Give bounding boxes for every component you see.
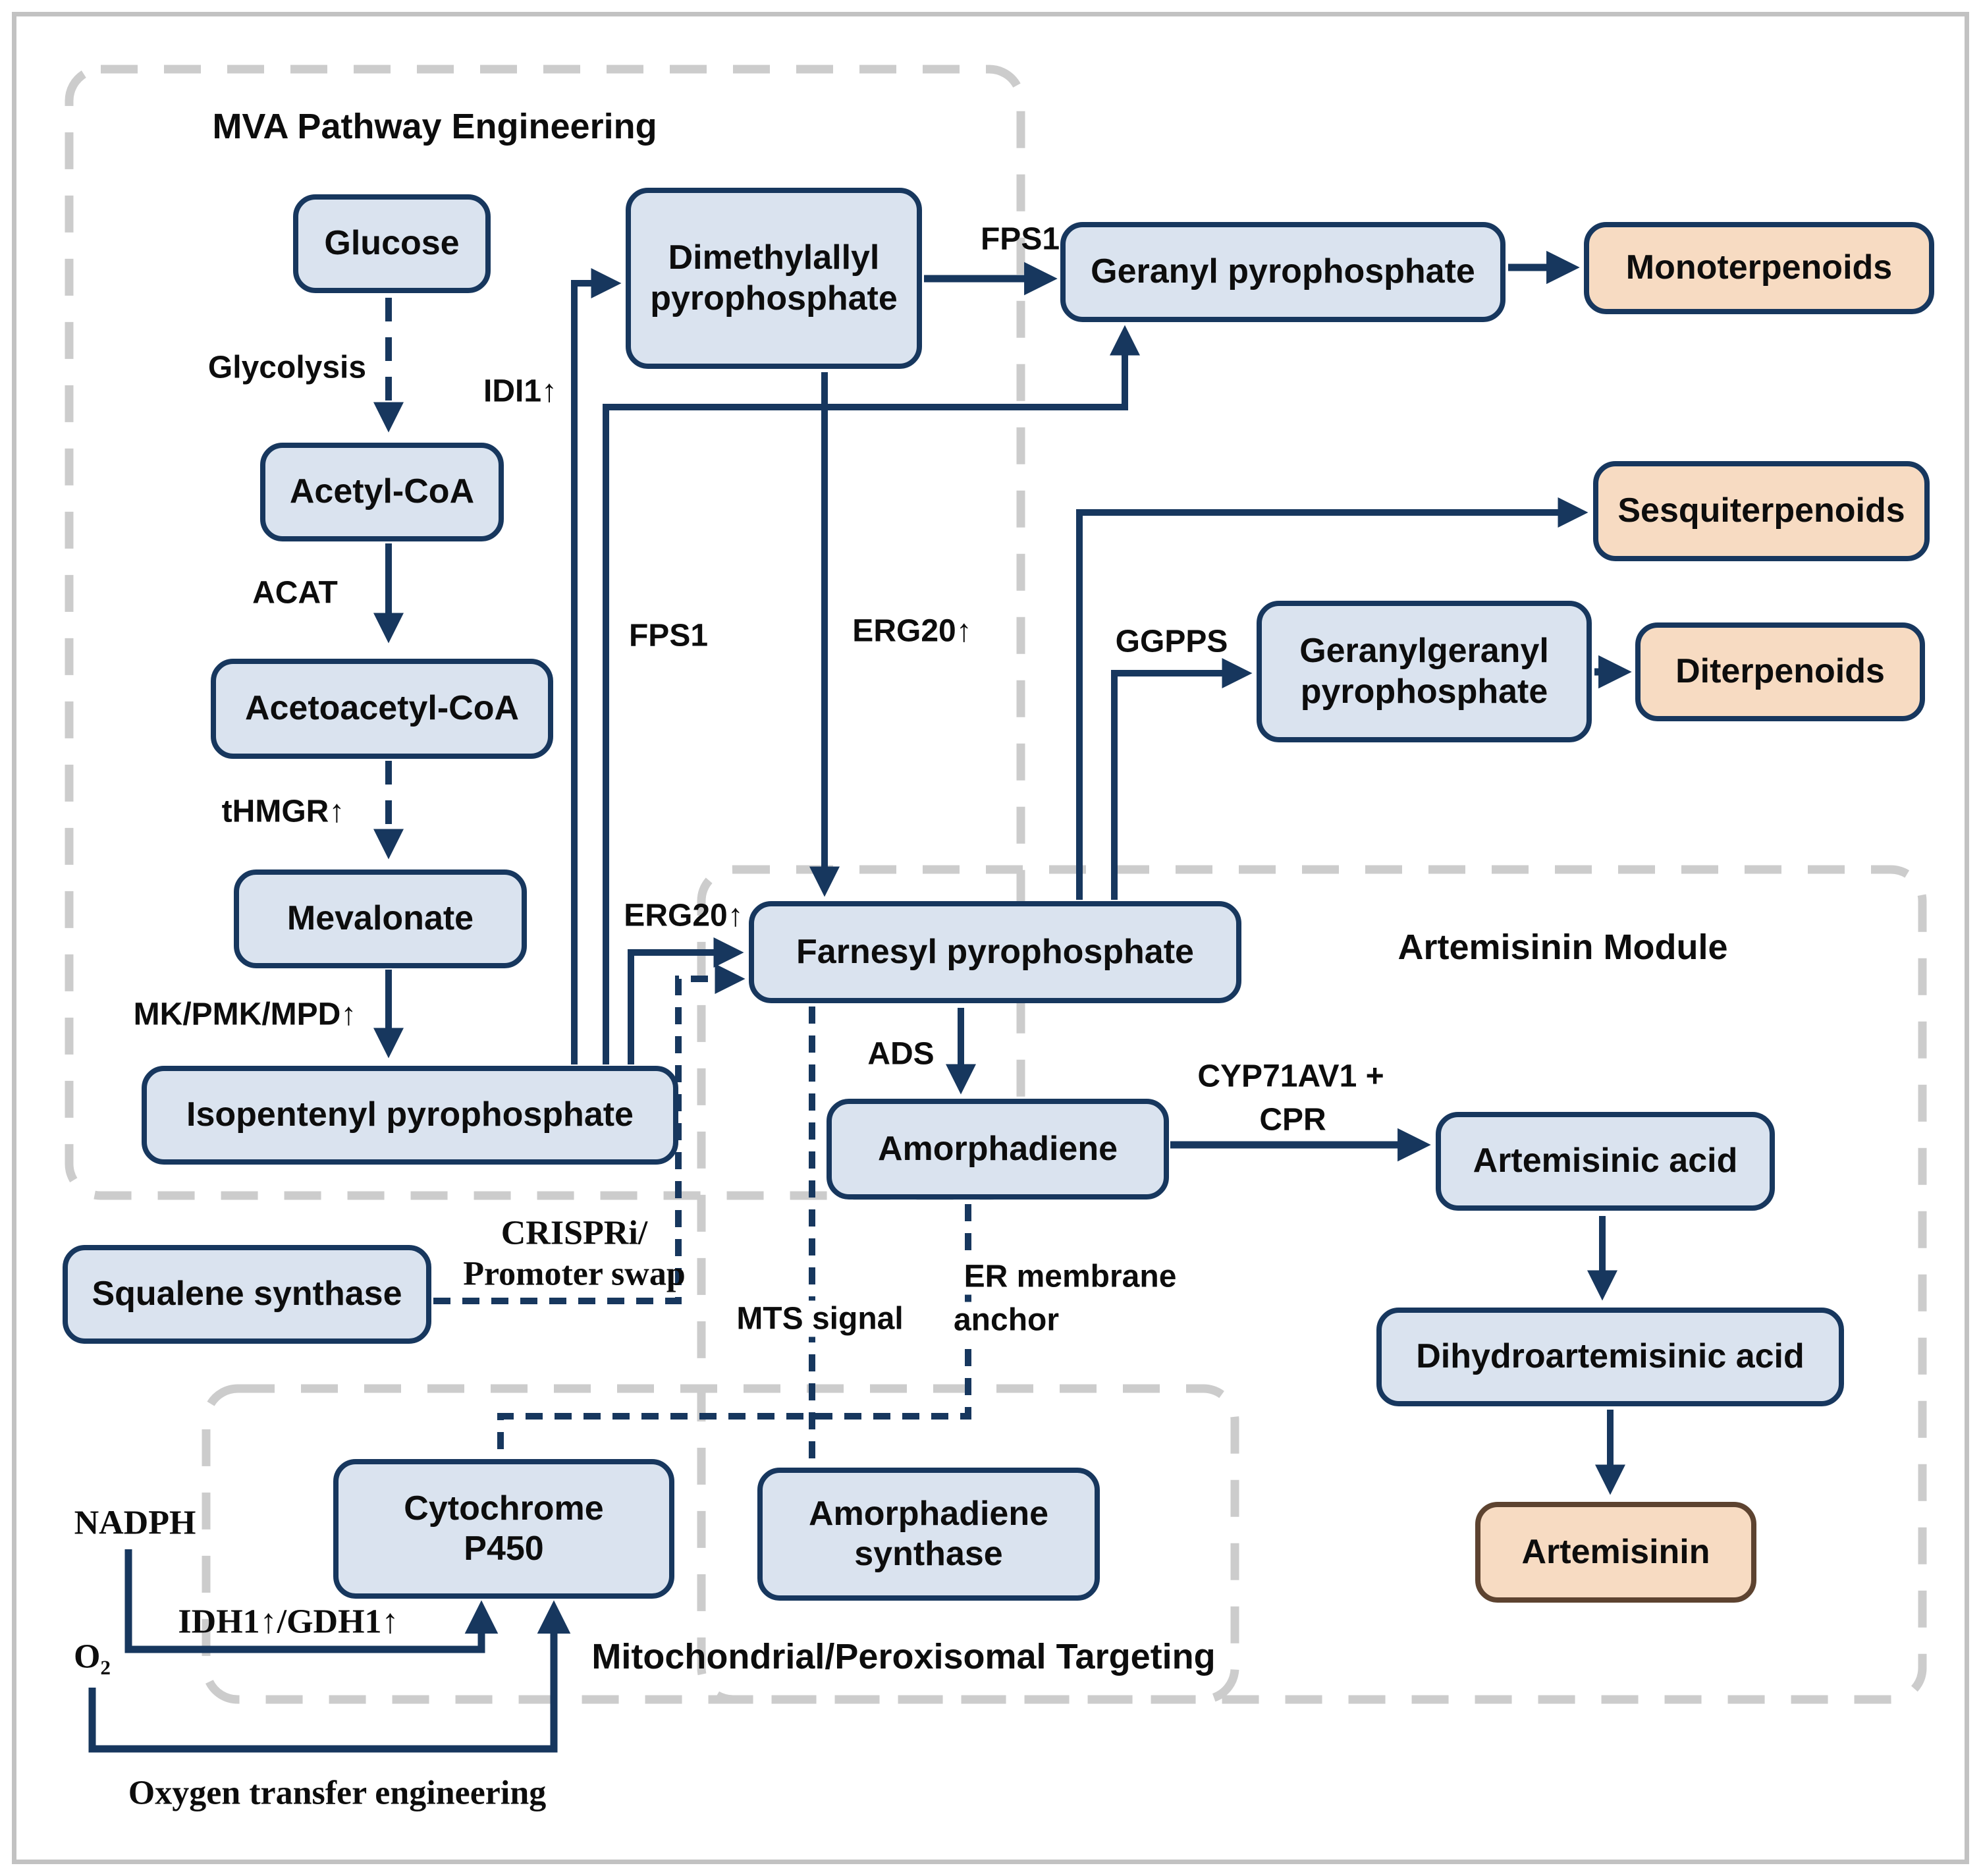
- mito-group-outline: [202, 1384, 1239, 1704]
- mito-group-title: Mitochondrial/Peroxisomal Targeting: [591, 1637, 1216, 1676]
- mva-group-outline: [65, 65, 1025, 1200]
- label-promoter-swap: Promoter swap: [463, 1255, 686, 1293]
- label-er-membrane: ER membrane: [957, 1258, 1183, 1295]
- label-glycolysis: Glycolysis: [207, 350, 367, 385]
- node-dihydroartemisinic-acid: Dihydroartemisinic acid: [1376, 1308, 1844, 1406]
- node-monoterpenoids: Monoterpenoids: [1584, 222, 1934, 314]
- label-ads: ADS: [867, 1036, 935, 1072]
- line-er-membrane-anchor: [497, 1204, 971, 1456]
- artemisinin-group-outline: [697, 865, 1927, 1704]
- node-amorphadiene: Amorphadiene: [827, 1099, 1169, 1200]
- node-fpp: Farnesyl pyrophosphate: [749, 901, 1241, 1003]
- node-artemisinic-acid: Artemisinic acid: [1436, 1112, 1775, 1211]
- node-diterpenoids: Diterpenoids: [1635, 622, 1925, 721]
- node-ggpp: Geranylgeranyl pyrophosphate: [1257, 601, 1592, 742]
- node-artemisinin: Artemisinin: [1475, 1502, 1756, 1603]
- label-mts-signal: MTS signal: [730, 1300, 910, 1337]
- arrow-ipp-to-dmapp: [571, 268, 622, 1064]
- label-cpr: CPR: [1259, 1102, 1326, 1138]
- node-sesquiterpenoids: Sesquiterpenoids: [1593, 461, 1930, 561]
- label-erg20-low: ERG20↑: [624, 898, 744, 933]
- outer-frame: [12, 12, 1969, 1864]
- node-dmapp: Dimethylallyl pyrophosphate: [626, 188, 922, 369]
- node-ipp: Isopentenyl pyrophosphate: [142, 1066, 678, 1165]
- label-oxygen-transfer: Oxygen transfer engineering: [128, 1774, 547, 1812]
- node-glucose: Glucose: [293, 194, 491, 293]
- artemisinin-group-title: Artemisinin Module: [1398, 927, 1728, 967]
- node-acetoacetyl-coa: Acetoacetyl-CoA: [211, 659, 553, 759]
- arrow-fpp-to-ggpp: [1111, 658, 1253, 900]
- arrow-fpp-to-sesquiterpenoids: [1076, 497, 1588, 900]
- label-thmgr: tHMGR↑: [221, 794, 345, 829]
- label-idi1: IDI1↑: [483, 373, 558, 409]
- label-fps1-top: FPS1: [980, 221, 1060, 257]
- node-gpp: Geranyl pyrophosphate: [1060, 222, 1506, 322]
- label-acat: ACAT: [252, 575, 338, 611]
- label-o2: O₂: [73, 1638, 111, 1676]
- label-idh1-gdh1: IDH1↑/GDH1↑: [178, 1603, 399, 1641]
- label-ggpps: GGPPS: [1115, 624, 1228, 659]
- mva-group-title: MVA Pathway Engineering: [212, 107, 657, 146]
- label-nadph: NADPH: [74, 1504, 196, 1542]
- label-erg20-mid: ERG20↑: [852, 613, 972, 649]
- node-squalene-synthase: Squalene synthase: [63, 1245, 431, 1344]
- label-crispri: CRISPRi/: [501, 1214, 648, 1252]
- label-fps1-mid: FPS1: [628, 618, 709, 653]
- node-mevalonate: Mevalonate: [234, 869, 527, 968]
- node-acetyl-coa: Acetyl-CoA: [260, 443, 504, 541]
- arrow-nadph-to-p450: [124, 1549, 499, 1653]
- label-cyp71av1: CYP71AV1 +: [1197, 1059, 1384, 1094]
- arrow-crispri-to-fpp: [433, 964, 746, 1304]
- node-cytochrome-p450: Cytochrome P450: [333, 1459, 674, 1599]
- arrow-o2-to-p450: [88, 1600, 571, 1753]
- label-er-anchor: anchor: [946, 1302, 1066, 1338]
- label-mk-pmk-mpd: MK/PMK/MPD↑: [133, 997, 357, 1032]
- arrow-ipp-to-gpp: [603, 325, 1140, 1064]
- node-amorphadiene-synthase: Amorphadiene synthase: [757, 1468, 1100, 1601]
- arrow-ipp-to-fpp: [628, 937, 744, 1064]
